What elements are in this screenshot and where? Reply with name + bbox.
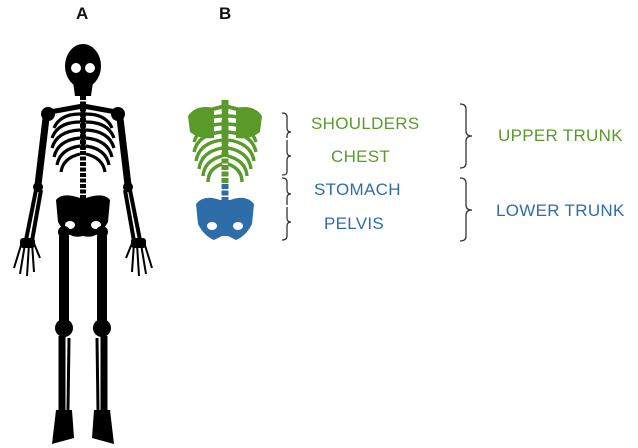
upper-trunk-skeleton [188, 100, 262, 184]
bracket-upper-trunk [459, 103, 473, 169]
bracket-lower-trunk [459, 177, 473, 242]
bracket-chest [281, 140, 292, 176]
label-lower-trunk: LOWER TRUNK [496, 201, 625, 220]
bracket-shoulders [281, 112, 292, 138]
label-stomach: STOMACH [314, 180, 401, 199]
lower-trunk-skeleton [196, 184, 254, 240]
label-chest: CHEST [331, 147, 391, 166]
full-skeleton [13, 44, 153, 444]
panel-label-b: B [219, 4, 232, 23]
bracket-stomach [281, 177, 292, 205]
label-shoulders: SHOULDERS [311, 114, 420, 133]
label-upper-trunk: UPPER TRUNK [498, 126, 623, 145]
label-pelvis: PELVIS [324, 214, 385, 233]
panel-label-a: A [76, 4, 89, 23]
segment-brackets [281, 103, 473, 242]
bracket-pelvis [281, 207, 292, 241]
